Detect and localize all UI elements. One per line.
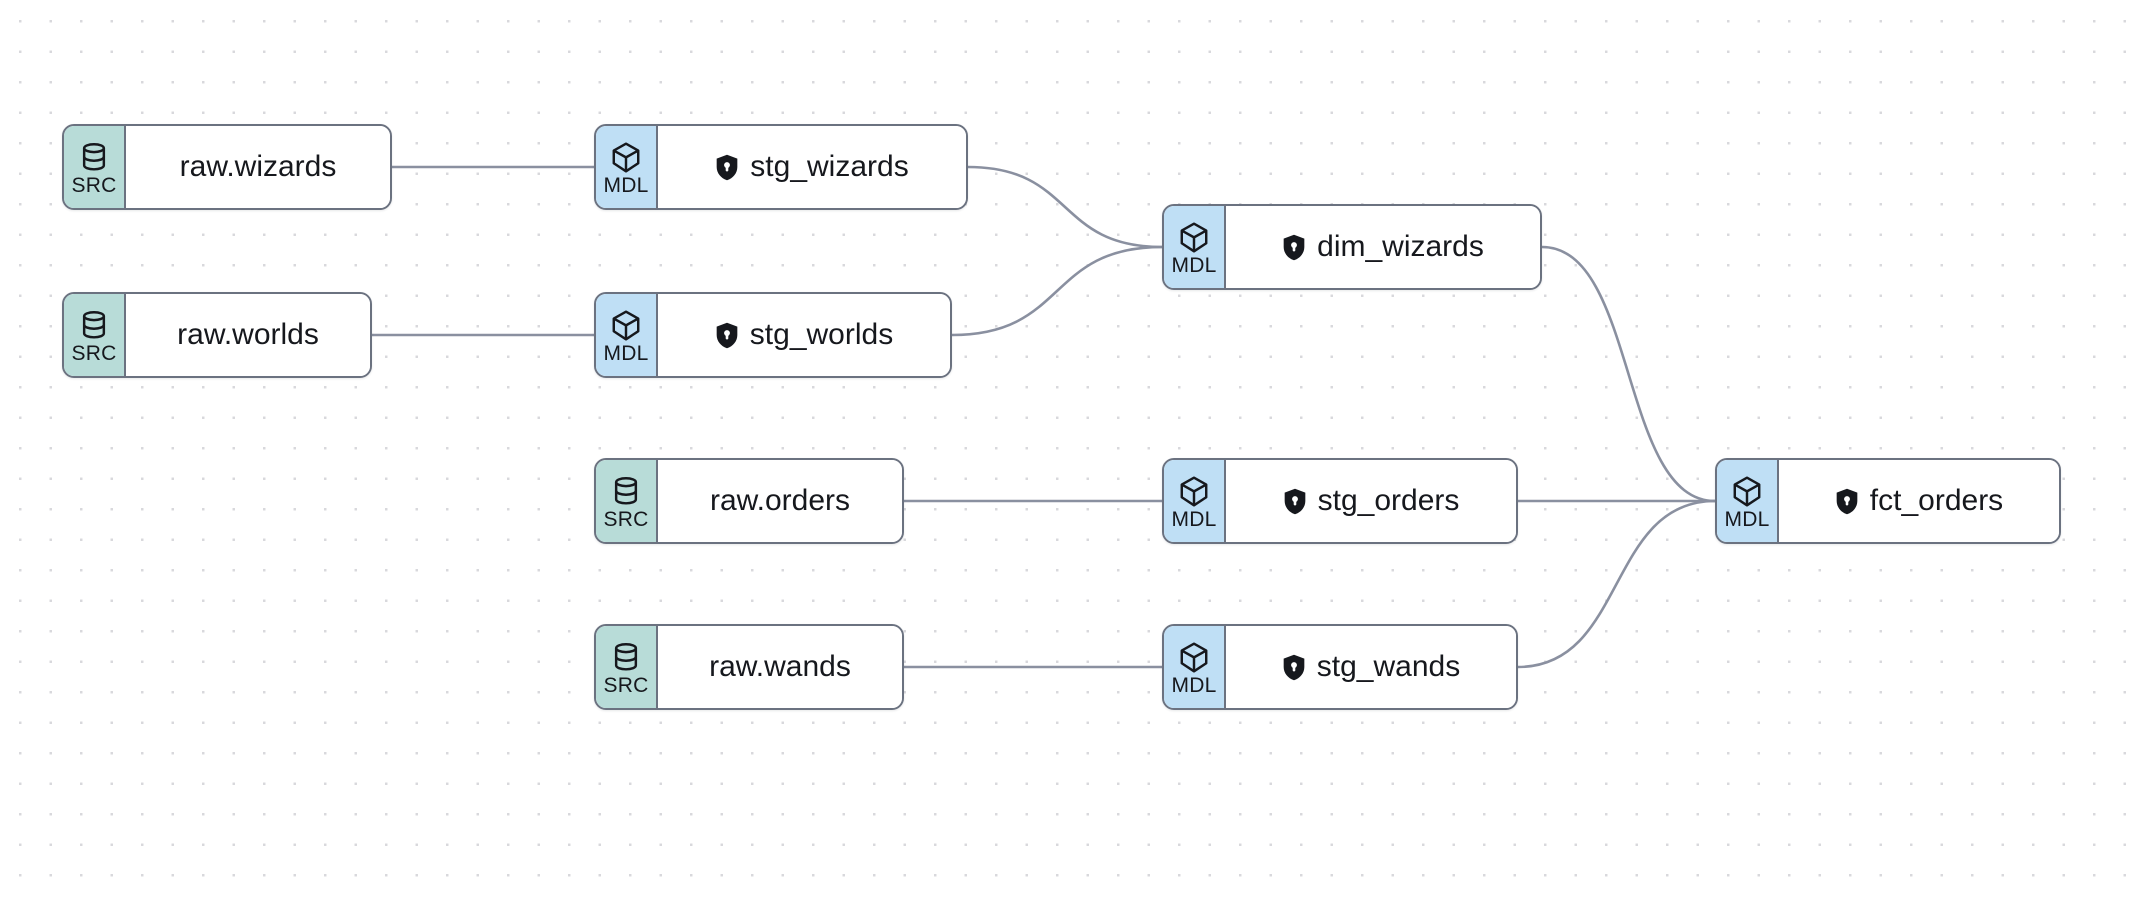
node-type-label: SRC: [603, 673, 649, 697]
cube-icon: [1178, 475, 1210, 508]
node-type-badge-stg_worlds: MDL: [596, 294, 658, 376]
node-body-stg_wands: stg_wands: [1226, 626, 1516, 708]
node-type-label: MDL: [603, 342, 649, 365]
database-icon: [611, 642, 641, 674]
node-type-label: MDL: [1171, 254, 1217, 277]
shield-lock-icon: [1282, 654, 1306, 681]
graph-node-stg_wizards[interactable]: MDL stg_wizards: [594, 124, 968, 210]
graph-node-raw_worlds[interactable]: SRC raw.worlds: [62, 292, 372, 378]
graph-edge-dim_wizards-to-fct_orders: [1540, 245, 1717, 503]
node-type-label: MDL: [1724, 508, 1770, 531]
node-type-badge-raw_orders: SRC: [596, 460, 658, 542]
cube-icon: [610, 141, 642, 174]
graph-node-dim_wizards[interactable]: MDL dim_wizards: [1162, 204, 1542, 290]
node-type-badge-dim_wizards: MDL: [1164, 206, 1226, 288]
node-type-label: MDL: [1171, 508, 1217, 531]
node-label: raw.wizards: [179, 150, 337, 183]
node-label: raw.wands: [709, 650, 851, 683]
graph-edge-stg_wizards-to-dim_wizards: [966, 165, 1164, 249]
node-body-stg_orders: stg_orders: [1226, 460, 1516, 542]
cube-icon: [610, 309, 642, 342]
node-type-label: MDL: [1171, 674, 1217, 697]
shield-lock-icon: [715, 154, 739, 181]
shield-lock-icon: [715, 322, 739, 349]
node-type-badge-stg_wands: MDL: [1164, 626, 1226, 708]
node-type-label: SRC: [603, 507, 649, 531]
database-icon: [79, 310, 109, 342]
shield-lock-icon: [1835, 488, 1859, 515]
graph-node-stg_orders[interactable]: MDL stg_orders: [1162, 458, 1518, 544]
database-icon: [611, 476, 641, 508]
cube-icon: [1731, 475, 1763, 508]
node-body-raw_orders: raw.orders: [658, 460, 902, 542]
database-icon: [79, 142, 109, 174]
node-label: fct_orders: [1869, 484, 2004, 517]
node-body-raw_wands: raw.wands: [658, 626, 902, 708]
graph-edge-stg_wands-to-fct_orders: [1516, 499, 1717, 669]
node-label: dim_wizards: [1317, 230, 1484, 263]
graph-node-raw_wands[interactable]: SRC raw.wands: [594, 624, 904, 710]
node-body-dim_wizards: dim_wizards: [1226, 206, 1540, 288]
node-body-stg_worlds: stg_worlds: [658, 294, 950, 376]
cube-icon: [1178, 641, 1210, 674]
node-label: stg_wizards: [750, 150, 909, 183]
graph-node-stg_wands[interactable]: MDL stg_wands: [1162, 624, 1518, 710]
node-type-badge-raw_worlds: SRC: [64, 294, 126, 376]
node-body-stg_wizards: stg_wizards: [658, 126, 966, 208]
node-type-badge-stg_wizards: MDL: [596, 126, 658, 208]
graph-node-fct_orders[interactable]: MDL fct_orders: [1715, 458, 2061, 544]
node-label: stg_worlds: [749, 318, 894, 351]
graph-node-raw_wizards[interactable]: SRC raw.wizards: [62, 124, 392, 210]
node-type-badge-fct_orders: MDL: [1717, 460, 1779, 542]
node-label: raw.orders: [709, 484, 851, 517]
graph-node-stg_worlds[interactable]: MDL stg_worlds: [594, 292, 952, 378]
node-type-badge-raw_wands: SRC: [596, 626, 658, 708]
node-type-badge-raw_wizards: SRC: [64, 126, 126, 208]
node-label: stg_wands: [1316, 650, 1461, 683]
graph-edge-stg_worlds-to-dim_wizards: [950, 245, 1164, 337]
node-type-label: MDL: [603, 174, 649, 197]
node-label: stg_orders: [1317, 484, 1460, 517]
node-body-raw_wizards: raw.wizards: [126, 126, 390, 208]
node-type-badge-stg_orders: MDL: [1164, 460, 1226, 542]
shield-lock-icon: [1282, 234, 1306, 261]
node-body-raw_worlds: raw.worlds: [126, 294, 370, 376]
graph-node-raw_orders[interactable]: SRC raw.orders: [594, 458, 904, 544]
node-label: raw.worlds: [177, 318, 319, 351]
node-type-label: SRC: [71, 341, 117, 365]
shield-lock-icon: [1283, 488, 1307, 515]
node-type-label: SRC: [71, 173, 117, 197]
cube-icon: [1178, 221, 1210, 254]
node-body-fct_orders: fct_orders: [1779, 460, 2059, 542]
